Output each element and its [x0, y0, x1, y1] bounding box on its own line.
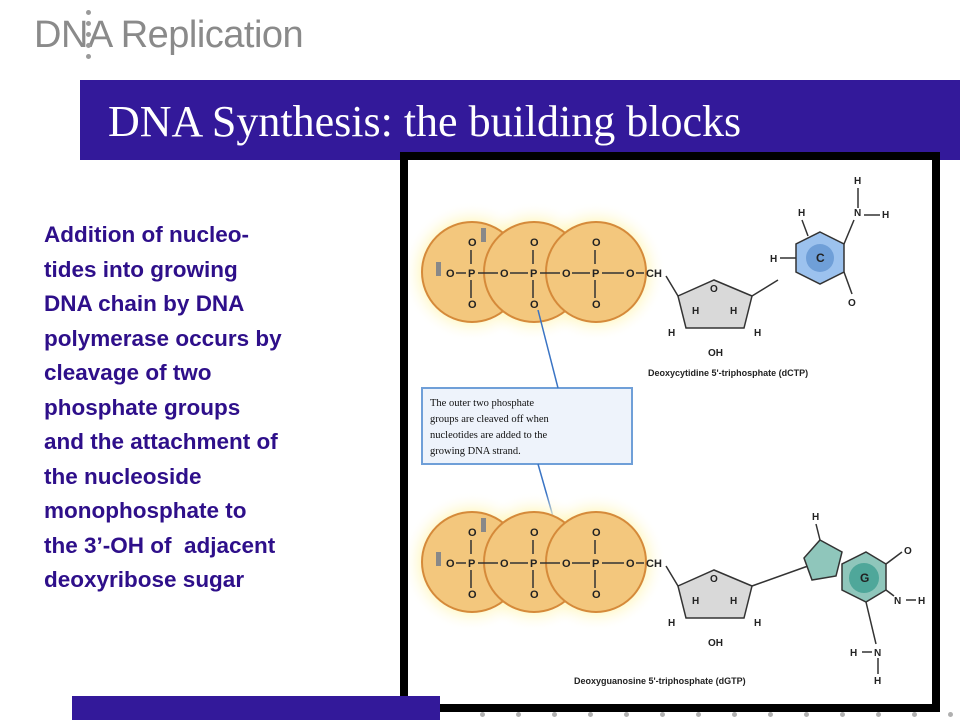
callout-line: nucleotides are added to the	[430, 430, 548, 441]
deck-title: DNA Replication	[34, 14, 304, 56]
phosphate-group-3	[545, 221, 647, 323]
atom-o: O	[468, 237, 477, 249]
atom-h: H	[882, 210, 889, 221]
atom-o: O	[562, 558, 571, 570]
atom-o: O	[446, 558, 455, 570]
deoxyribose-sugar	[677, 569, 753, 619]
slide-title: DNA Synthesis: the building blocks	[108, 97, 742, 146]
atom-o: O	[904, 546, 912, 557]
guanine-label: G	[860, 571, 869, 585]
atom-oh: OH	[708, 638, 723, 649]
atom-o: O	[530, 589, 539, 601]
atom-h: H	[918, 596, 925, 607]
atom-o: O	[530, 527, 539, 539]
atom-p: P	[468, 268, 475, 280]
atom-h: H	[692, 596, 699, 607]
atom-h: H	[770, 254, 777, 265]
atom-o: O	[500, 558, 509, 570]
atom-p: P	[592, 558, 599, 570]
callout-line: groups are cleaved off when	[430, 414, 550, 425]
atom-p: P	[468, 558, 475, 570]
atom-h: H	[854, 176, 861, 187]
atom-o: O	[562, 268, 571, 280]
atom-h: H	[850, 648, 857, 659]
decorative-dots-vertical	[86, 10, 92, 65]
atom-o: O	[710, 574, 718, 585]
dgtp-molecule: O P O O O O P O O O P O O CH	[408, 492, 925, 687]
phosphate-group-3	[545, 511, 647, 613]
callout-pointer	[537, 309, 559, 389]
callout-line: The outer two phosphate	[430, 398, 534, 409]
atom-o: O	[592, 299, 601, 311]
atom-h: H	[798, 208, 805, 219]
atom-h: H	[668, 328, 675, 339]
atom-ch2: CH	[646, 268, 662, 280]
atom-h: H	[730, 306, 737, 317]
atom-o: O	[468, 299, 477, 311]
atom-h: H	[692, 306, 699, 317]
atom-h: H	[874, 676, 881, 687]
atom-n: N	[854, 208, 861, 219]
atom-o: O	[626, 558, 635, 570]
atom-h: H	[754, 328, 761, 339]
dctp-molecule: O P O O O O P O O O P O O CH	[408, 176, 889, 378]
decorative-dots-horizontal	[440, 712, 960, 720]
atom-o: O	[592, 527, 601, 539]
nucleotide-figure: O P O O O O P O O O P O O CH	[400, 152, 940, 712]
atom-h: H	[812, 512, 819, 523]
nucleotide-diagram: O P O O O O P O O O P O O CH	[408, 176, 925, 687]
deoxyribose-sugar	[677, 279, 753, 329]
atom-o: O	[710, 284, 718, 295]
atom-h: H	[730, 596, 737, 607]
atom-p: P	[592, 268, 599, 280]
atom-h: H	[754, 618, 761, 629]
atom-o: O	[626, 268, 635, 280]
atom-o: O	[500, 268, 509, 280]
atom-n: N	[894, 596, 901, 607]
atom-n: N	[874, 648, 881, 659]
atom-o: O	[592, 237, 601, 249]
dctp-label: Deoxycytidine 5'-triphosphate (dCTP)	[648, 368, 808, 378]
atom-h: H	[668, 618, 675, 629]
atom-o: O	[592, 589, 601, 601]
atom-o: O	[446, 268, 455, 280]
guanine-highlight	[849, 563, 879, 593]
cytosine-label: C	[816, 251, 825, 265]
title-bar	[80, 80, 960, 160]
dgtp-label: Deoxyguanosine 5'-triphosphate (dGTP)	[574, 676, 746, 686]
atom-oh: OH	[708, 348, 723, 359]
guanine-ring-5	[803, 539, 843, 581]
cytosine-highlight	[806, 244, 834, 272]
atom-o: O	[848, 298, 856, 309]
atom-ch2: CH	[646, 558, 662, 570]
atom-p: P	[530, 268, 537, 280]
body-text: Addition of nucleo- tides into growing D…	[44, 222, 282, 592]
bottom-bar	[72, 696, 440, 720]
atom-o: O	[468, 527, 477, 539]
atom-o: O	[468, 589, 477, 601]
atom-p: P	[530, 558, 537, 570]
callout-line: growing DNA strand.	[430, 446, 521, 457]
atom-o: O	[530, 237, 539, 249]
atom-o: O	[530, 299, 539, 311]
callout-box: The outer two phosphate groups are cleav…	[421, 309, 633, 535]
